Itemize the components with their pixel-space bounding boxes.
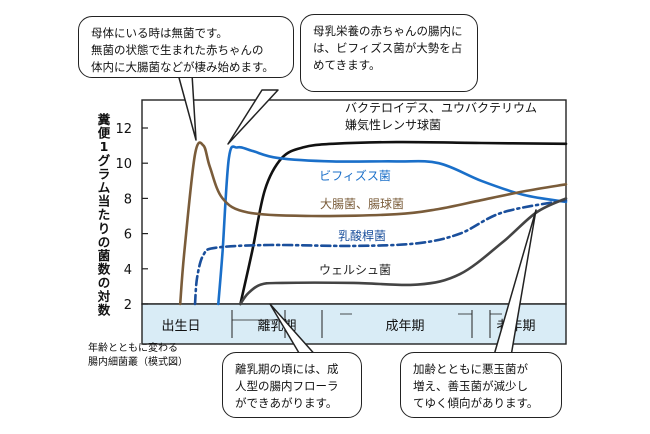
y-axis-label-char: 便 [98, 126, 111, 141]
callout-top-left: 母体にいる時は無菌です。 無菌の状態で生まれた赤ちゃんの 体内に大腸菌などが棲み… [78, 16, 294, 78]
y-axis-label-char: 数 [97, 262, 111, 277]
y-axis-label-char: ラ [98, 166, 111, 181]
series-bacteroides-line [239, 140, 568, 306]
stage-label-adult: 成年期 [385, 319, 424, 334]
y-axis-label-char: 菌 [98, 248, 111, 263]
y-tick-label: 12 [115, 122, 132, 137]
series-lactobacillus-line [193, 198, 568, 306]
y-axis-label-char: 対 [97, 289, 111, 304]
callout-tails [177, 73, 537, 363]
y-axis-label-char: 当 [98, 194, 111, 209]
series-labels: バクテロイデス、ユウバクテリウム嫌気性レンサ球菌ビフィズス菌大腸菌、腸球菌乳酸桿… [319, 100, 537, 277]
series-bifidobacteria-line [217, 145, 568, 306]
y-axis-label-char: 1 [100, 139, 109, 154]
footnote-caption: 年齢とともに変わる 腸内細菌叢（模式図） [88, 343, 188, 368]
series-label-bacteroides: バクテロイデス、ユウバクテリウム嫌気性レンサ球菌 [345, 100, 537, 132]
series-ecoli-line [178, 141, 568, 306]
y-axis-label-char: の [98, 275, 111, 290]
y-axis-label-char: の [98, 234, 111, 249]
y-tick-label: 6 [124, 228, 132, 243]
callout-bottom-middle: 離乳期の頃には、成 人型の腸内フローラ ができあがります。 [222, 352, 362, 418]
y-ticks: 2 4 6 8 10 12 [115, 122, 148, 313]
y-tick-label: 10 [115, 157, 132, 172]
series-curves [178, 140, 568, 306]
series-welchii-line [239, 197, 568, 306]
y-axis-label-char: 数 [97, 302, 111, 317]
y-axis-label-char: グ [98, 153, 111, 168]
series-label-bifidobacteria: ビフィズス菌 [319, 168, 391, 183]
y-axis-label-char: ム [98, 180, 111, 195]
y-tick-label: 4 [124, 263, 132, 278]
y-tick-label: 8 [124, 192, 132, 207]
series-label-welchii: ウェルシュ菌 [319, 263, 391, 277]
y-tick-label: 2 [124, 298, 132, 313]
y-axis-label-char: 糞 [97, 112, 111, 127]
callout-top-right: 母乳栄養の赤ちゃんの腸内に は、ビフィズス菌が大勢を占 めてきます。 [300, 14, 478, 92]
series-label-ecoli: 大腸菌、腸球菌 [320, 197, 404, 211]
series-label-lactobacillus: 乳酸桿菌 [338, 228, 386, 243]
plot-frame [141, 99, 567, 305]
callout-bottom-right: 加齢とともに悪玉菌が 増え、善玉菌が減少し てゆく傾向があります。 [400, 352, 562, 418]
stage-band [141, 303, 567, 345]
y-axis-label-char: り [98, 221, 111, 236]
stage-label-birth: 出生日 [161, 319, 200, 334]
y-axis-label-char: た [98, 207, 111, 222]
